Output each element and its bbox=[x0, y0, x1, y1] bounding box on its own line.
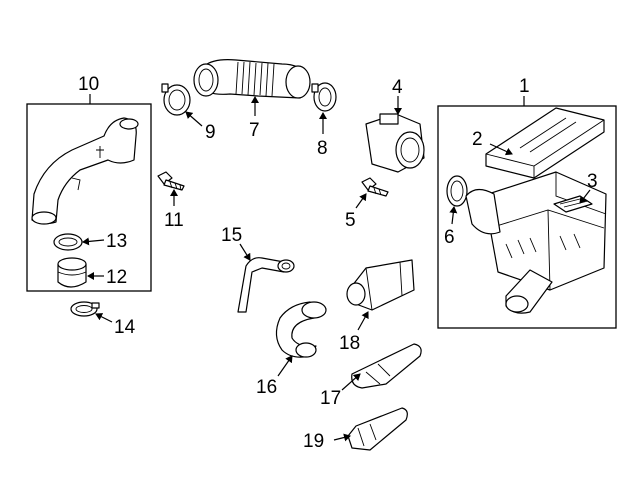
label-2: 2 bbox=[472, 129, 483, 150]
label-12: 12 bbox=[106, 267, 127, 288]
part-16-curved-duct bbox=[275, 301, 327, 358]
part-5-bolt bbox=[361, 177, 389, 197]
leader-19 bbox=[333, 433, 351, 442]
part-11-bolt bbox=[157, 171, 185, 191]
label-9: 9 bbox=[205, 122, 216, 143]
label-10: 10 bbox=[78, 74, 99, 95]
part-8-clamp bbox=[311, 82, 337, 112]
label-18: 18 bbox=[339, 333, 360, 354]
part-7-corrugated-hose bbox=[193, 59, 311, 99]
label-14: 14 bbox=[114, 317, 136, 338]
label-15: 15 bbox=[221, 225, 242, 246]
leader-15 bbox=[239, 243, 251, 261]
part-1-air-filter-housing bbox=[465, 171, 607, 314]
part-18-resonator-duct bbox=[346, 259, 415, 311]
label-11: 11 bbox=[164, 210, 184, 231]
leader-16 bbox=[277, 355, 293, 377]
part-9-clamp bbox=[161, 83, 191, 116]
label-8: 8 bbox=[317, 138, 328, 159]
part-10-intake-tube bbox=[31, 117, 139, 225]
label-1: 1 bbox=[519, 76, 530, 97]
leader-6 bbox=[449, 206, 458, 225]
leader-14 bbox=[95, 313, 113, 323]
leader-18 bbox=[357, 311, 369, 331]
label-7: 7 bbox=[249, 120, 260, 141]
part-12-coupler bbox=[57, 257, 87, 288]
label-19: 19 bbox=[303, 431, 324, 452]
leader-2 bbox=[489, 143, 513, 156]
part-14-clamp bbox=[70, 301, 100, 317]
part-15-vent-hose bbox=[237, 257, 295, 313]
leader-13 bbox=[82, 237, 105, 246]
leader-3 bbox=[579, 189, 591, 204]
part-6-seal-ring bbox=[446, 175, 468, 207]
label-6: 6 bbox=[444, 227, 455, 248]
part-17-cover bbox=[351, 343, 422, 389]
leader-17 bbox=[341, 373, 361, 391]
group-box-10 bbox=[26, 103, 152, 292]
label-3: 3 bbox=[587, 171, 598, 192]
group-box-1 bbox=[437, 105, 617, 329]
label-4: 4 bbox=[392, 77, 403, 98]
part-13-clamp bbox=[53, 233, 83, 251]
leader-9 bbox=[185, 111, 203, 127]
part-19-cover bbox=[347, 407, 408, 451]
label-17: 17 bbox=[320, 388, 341, 409]
label-16: 16 bbox=[256, 377, 277, 398]
label-5: 5 bbox=[345, 210, 356, 231]
leader-5 bbox=[355, 193, 367, 209]
label-13: 13 bbox=[106, 231, 127, 252]
part-2-filter-lid bbox=[485, 107, 605, 179]
part-4-mass-airflow-sensor bbox=[365, 113, 425, 173]
